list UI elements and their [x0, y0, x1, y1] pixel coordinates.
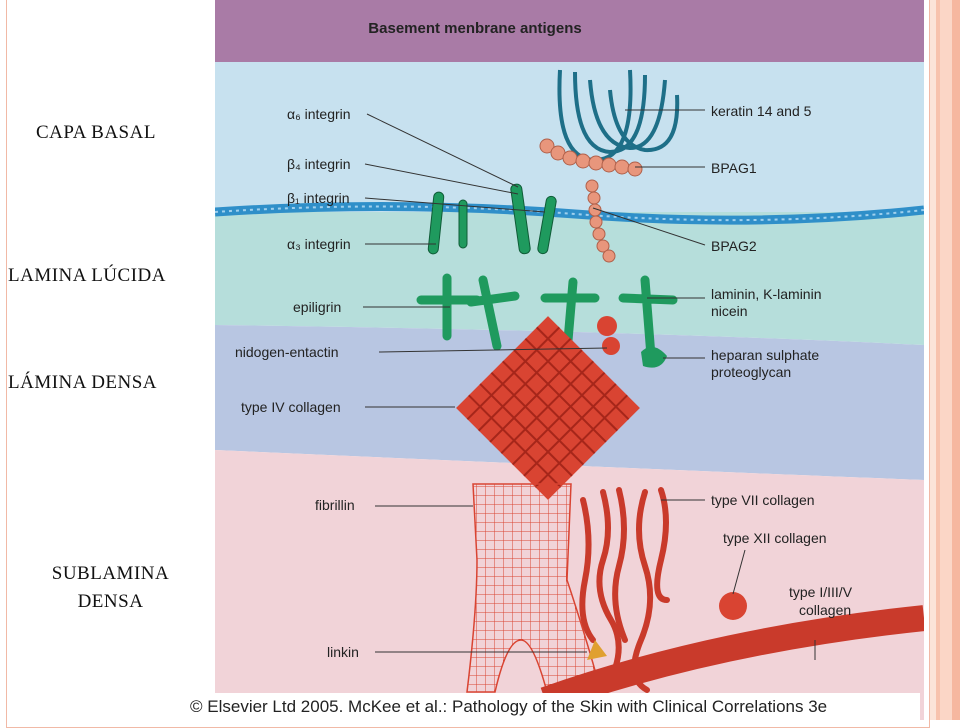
label-linkin: linkin: [327, 644, 359, 660]
label-b4-integrin: β₄ integrin: [287, 156, 351, 172]
label-lamina-lucida: LAMINA LÚCIDA: [8, 265, 166, 286]
label-nicein: nicein: [711, 303, 748, 319]
fibrillin: [466, 483, 602, 693]
label-nidogen-entactin: nidogen-entactin: [235, 344, 339, 360]
figure-artwork: [215, 0, 924, 720]
bpag1: [539, 138, 643, 177]
label-heparan: heparan sulphate: [711, 347, 820, 363]
type-iv-collagen: [456, 316, 640, 500]
label-lamina-densa: LÁMINA DENSA: [8, 372, 158, 393]
label-b1-integrin: β₁ integrin: [287, 190, 350, 206]
slide-edge-decoration: [930, 0, 960, 720]
label-type-i-iii-v: type I/III/V: [789, 584, 853, 600]
label-fibrillin: fibrillin: [315, 497, 355, 513]
label-bpag1: BPAG1: [711, 160, 757, 176]
label-type-iv-collagen: type IV collagen: [241, 399, 341, 415]
label-laminin: laminin, K-laminin: [711, 286, 822, 302]
label-sublamina-densa: SUBLAMINA DENSA: [28, 560, 193, 616]
integrins: [427, 183, 557, 255]
type-i-iii-v-collagen: [540, 605, 924, 713]
leader-lines: [363, 109, 816, 660]
lucida-zone: [215, 212, 924, 345]
label-sublamina-line1: SUBLAMINA: [51, 563, 170, 584]
label-epiligrin: epiligrin: [293, 299, 342, 315]
nidogen: [597, 316, 617, 336]
figure-credit: © Elsevier Ltd 2005. McKee et al.: Patho…: [190, 693, 920, 720]
label-a3-integrin: α₃ integrin: [287, 236, 351, 252]
label-type-xii-collagen: type XII collagen: [723, 530, 827, 546]
label-capa-basal: CAPA BASAL: [36, 122, 156, 143]
linkin: [587, 640, 607, 660]
label-sublamina-line2: DENSA: [77, 591, 144, 612]
type-xii-collagen: [719, 592, 747, 620]
basement-membrane-figure: Basement menbrane antigens α₆ integrin β…: [215, 0, 924, 720]
label-proteoglycan: proteoglycan: [711, 364, 792, 380]
figure-title: Basement menbrane antigens: [368, 20, 582, 37]
label-type-vii-collagen: type VII collagen: [711, 492, 815, 508]
bpag2: [585, 179, 616, 263]
label-a6-integrin: α₆ integrin: [287, 106, 351, 122]
label-bpag2: BPAG2: [711, 238, 757, 254]
label-keratin: keratin 14 and 5: [711, 103, 812, 119]
heparan-proteoglycan: [641, 346, 667, 368]
title-band: [215, 0, 924, 62]
label-collagen: collagen: [799, 602, 852, 618]
